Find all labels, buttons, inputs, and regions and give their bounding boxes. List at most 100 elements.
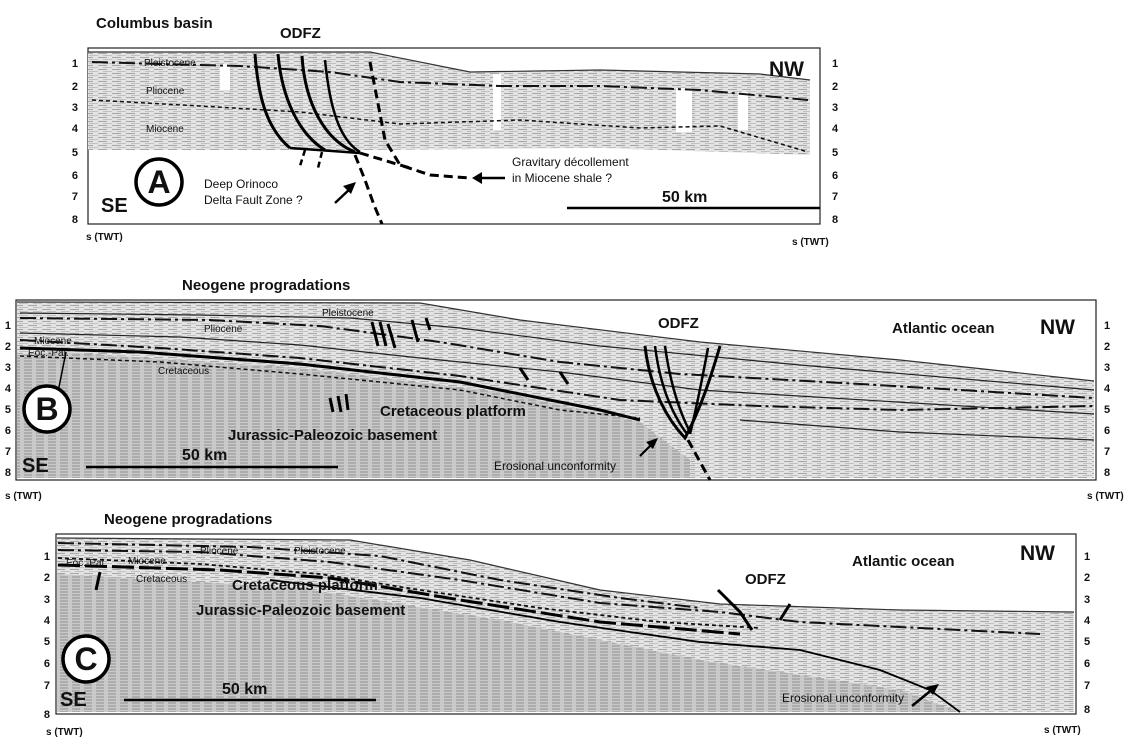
panel-c-nw-label: NW [1020, 542, 1055, 565]
panel-b-unit-cretaceous: Cretaceous [158, 366, 209, 377]
panel-c-tick-right: 3 [1084, 594, 1090, 606]
panel-c-platform-label: Cretaceous platform [232, 577, 378, 594]
panel-c-tick-right: 2 [1084, 572, 1090, 584]
panel-c-tick-right: 6 [1084, 658, 1090, 670]
panel-a-gap [738, 92, 748, 130]
panel-c-tick-right: 5 [1084, 636, 1090, 648]
panel-b-ocean-label: Atlantic ocean [892, 320, 995, 337]
panel-a-gap [493, 74, 501, 130]
panel-c-ocean-label: Atlantic ocean [852, 553, 955, 570]
panel-b-tick-left: 6 [5, 425, 11, 437]
panel-a-tick-left: 7 [72, 191, 78, 203]
panel-c-axis-unit-left: s (TWT) [46, 727, 83, 738]
panel-b-axis-unit-left: s (TWT) [5, 491, 42, 502]
panel-a-ticks-right: 1 2 3 4 5 6 7 8 [832, 58, 839, 226]
panel-c-ticks-right: 1 2 3 4 5 6 7 8 [1084, 551, 1091, 716]
panel-b-tick-right: 6 [1104, 425, 1110, 437]
panel-c-se-label: SE [60, 689, 87, 711]
panel-b-se-label: SE [22, 455, 49, 477]
panel-c-tick-left: 7 [44, 680, 50, 692]
panel-c-tick-right: 4 [1084, 615, 1091, 627]
panel-c-title: Neogene progradations [104, 511, 272, 528]
panel-b-tick-right: 1 [1104, 320, 1110, 332]
panel-b-letter: B [35, 391, 58, 427]
panel-a-tick-left: 5 [72, 147, 78, 159]
panel-c-tick-left: 4 [44, 615, 51, 627]
panel-a-tick-right: 1 [832, 58, 838, 70]
panel-a-tick-left: 3 [72, 102, 78, 114]
panel-a-annotation-1-line1: Deep Orinoco [204, 177, 278, 191]
panel-a-tick-right: 5 [832, 147, 838, 159]
panel-a-tick-left: 8 [72, 214, 78, 226]
panel-a-annotation-2-line1: Gravitary décollement [512, 155, 629, 169]
panel-b-scale-label: 50 km [182, 447, 227, 464]
panel-a-scale-label: 50 km [662, 189, 707, 206]
panel-c-tick-left: 3 [44, 594, 50, 606]
panel-b-title: Neogene progradations [182, 277, 350, 294]
panel-c-tick-left: 1 [44, 551, 50, 563]
panel-b-tick-left: 8 [5, 467, 11, 479]
panel-c-tick-right: 7 [1084, 680, 1090, 692]
panel-b-unit-pliocene: Pliocene [204, 324, 243, 335]
panel-a-tick-right: 2 [832, 81, 838, 93]
panel-c-basement-label: Jurassic-Paleozoic basement [196, 602, 405, 619]
panel-b-unit-miocene: Miocene [34, 336, 72, 347]
panel-b-ticks-left: 1 2 3 4 5 6 7 8 [5, 320, 12, 479]
panel-b-tick-right: 2 [1104, 341, 1110, 353]
panel-b-tick-left: 4 [5, 383, 12, 395]
panel-b-tick-left: 5 [5, 404, 11, 416]
panel-a-unit-miocene: Miocene [146, 124, 184, 135]
panel-c-tick-right: 8 [1084, 704, 1090, 716]
panel-a-nw-label: NW [769, 58, 804, 81]
panel-a-unit-pleistocene: Pleistocene [144, 58, 196, 69]
panel-a-tick-left: 6 [72, 170, 78, 182]
panel-a-axis-unit-right: s (TWT) [792, 237, 829, 248]
panel-b-unit-eoc-pal: Eoc.-Pal. [28, 348, 69, 359]
panel-b-tick-left: 7 [5, 446, 11, 458]
panel-a-tick-right: 6 [832, 170, 838, 182]
panel-c-unit-eoc-pal: Eoc.-Pal. [66, 558, 107, 569]
panel-c-ticks-left: 1 2 3 4 5 6 7 8 [44, 551, 51, 721]
panel-c-unit-cretaceous: Cretaceous [136, 574, 187, 585]
panel-a-odfz-label: ODFZ [280, 25, 321, 42]
panel-b-tick-right: 5 [1104, 404, 1110, 416]
panel-a-tick-left: 4 [72, 123, 79, 135]
panel-c-odfz-label: ODFZ [745, 571, 786, 588]
panel-c-unit-miocene: Miocene [128, 556, 166, 567]
panel-b-axis-unit-right: s (TWT) [1087, 491, 1124, 502]
panel-b-tick-left: 2 [5, 341, 11, 353]
panel-b-unit-pleistocene: Pleistocene [322, 308, 374, 319]
panel-b-odfz-label: ODFZ [658, 315, 699, 332]
panel-a-annotation-1-line2: Delta Fault Zone ? [204, 193, 303, 207]
panel-a-gap [676, 88, 692, 132]
panel-b-ticks-right: 1 2 3 4 5 6 7 8 [1104, 320, 1111, 479]
panel-b-tick-right: 4 [1104, 383, 1111, 395]
panel-a-ticks-left: 1 2 3 4 5 6 7 8 [72, 58, 79, 226]
panel-b-tick-left: 1 [5, 320, 11, 332]
panel-a-title: Columbus basin [96, 15, 213, 32]
panel-c-tick-left: 5 [44, 636, 50, 648]
panel-a-tick-left: 1 [72, 58, 78, 70]
panel-a-tick-right: 4 [832, 123, 839, 135]
panel-b-tick-left: 3 [5, 362, 11, 374]
panel-a-tick-left: 2 [72, 81, 78, 93]
panel-b-platform-label: Cretaceous platform [380, 403, 526, 420]
panel-a-tick-right: 7 [832, 191, 838, 203]
panel-c-unit-pleistocene: Pleistocene [294, 546, 346, 557]
panel-c-axis-unit-right: s (TWT) [1044, 725, 1081, 736]
panel-c-scale-label: 50 km [222, 681, 267, 698]
panel-b-basement-label: Jurassic-Paleozoic basement [228, 427, 437, 444]
panel-a-annotation-2-line2: in Miocene shale ? [512, 171, 612, 185]
panel-b-tick-right: 8 [1104, 467, 1110, 479]
panel-c-unconformity-label: Erosional unconformity [782, 691, 904, 705]
panel-b-unconformity-label: Erosional unconformity [494, 459, 616, 473]
panel-c-letter: C [74, 641, 97, 677]
panel-c-tick-left: 6 [44, 658, 50, 670]
panel-a-axis-unit-left: s (TWT) [86, 232, 123, 243]
panel-c-tick-left: 2 [44, 572, 50, 584]
panel-a [88, 48, 820, 224]
panel-c-tick-left: 8 [44, 709, 50, 721]
panel-b-tick-right: 7 [1104, 446, 1110, 458]
panel-b-tick-right: 3 [1104, 362, 1110, 374]
